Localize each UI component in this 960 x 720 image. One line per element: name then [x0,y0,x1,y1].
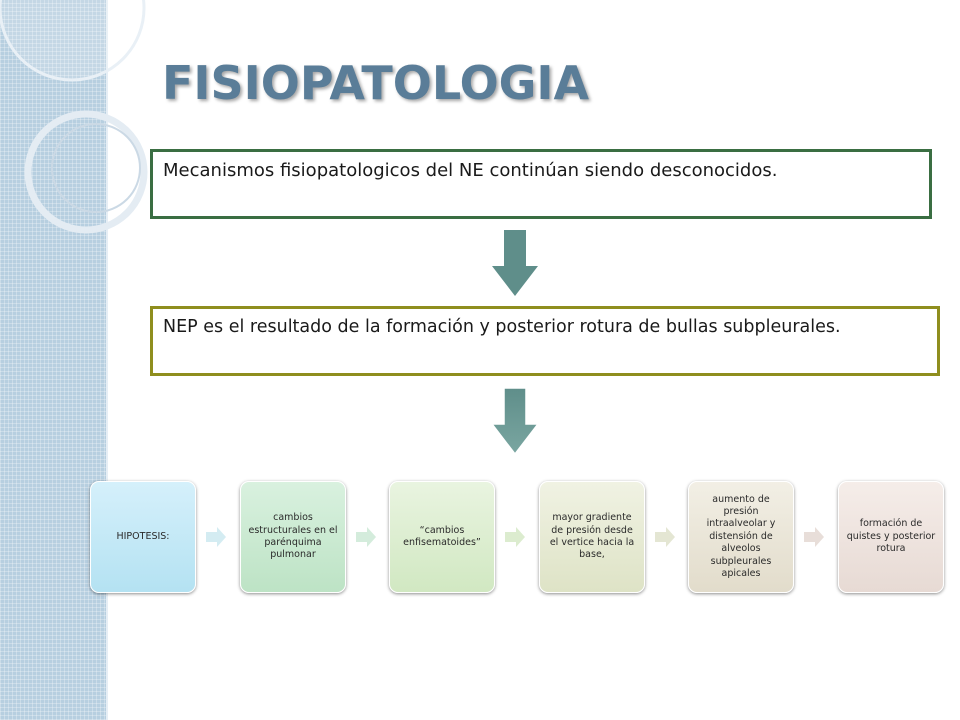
process-step-label: aumento de presión intraalveolar y diste… [706,493,776,579]
down-arrow-icon [492,388,538,454]
statement-text-1: Mecanismos fisiopatologicos del NE conti… [163,160,778,181]
statement-text-2: NEP es el resultado de la formación y po… [163,317,841,337]
process-step-label: mayor gradiente de presión desde el vert… [549,512,635,561]
process-step-cambios-enfisematoides: “cambios enfisematoides” [389,481,495,593]
page-title: FISIOPATOLOGIA [162,56,590,110]
statement-box-1: Mecanismos fisiopatologicos del NE conti… [150,149,932,219]
down-arrow-icon [492,230,538,296]
deco-ring-small [24,110,148,234]
chevron-right-icon [804,527,824,547]
process-step-label: formación de quistes y posterior rotura [846,518,936,555]
process-step-presion-intraalveolar: aumento de presión intraalveolar y diste… [688,481,794,593]
process-step-hipotesis: HIPOTESIS: [90,481,196,593]
left-decor-band [0,0,106,720]
chevron-right-icon [356,527,376,547]
process-step-label: HIPOTESIS: [116,530,170,542]
statement-box-2: NEP es el resultado de la formación y po… [150,306,940,376]
process-step-gradiente-presion: mayor gradiente de presión desde el vert… [539,481,645,593]
process-step-cambios-estructurales: cambios estructurales en el parénquima p… [240,481,346,593]
decorative-circles [0,0,148,234]
left-band-edge [106,0,108,720]
process-step-formacion-quistes: formación de quistes y posterior rotura [838,481,944,593]
deco-ring-inner [51,123,141,213]
deco-ring-large [0,0,146,82]
process-step-label: cambios estructurales en el parénquima p… [248,512,338,561]
chevron-right-icon [655,527,675,547]
chevron-right-icon [505,527,525,547]
chevron-right-icon [206,527,226,547]
process-step-label: “cambios enfisematoides” [403,524,481,548]
